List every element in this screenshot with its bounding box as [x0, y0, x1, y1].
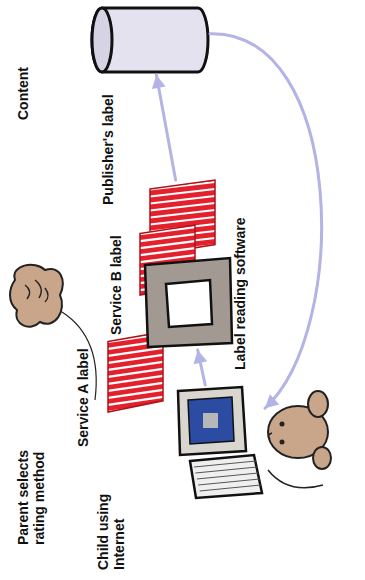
node-label: Service B label	[108, 217, 132, 335]
flow-arrow	[194, 350, 208, 385]
flow-arrow	[210, 34, 322, 409]
node-label: Label reading software	[232, 195, 256, 370]
flow-arrow	[152, 75, 176, 180]
node-label: Service A label	[75, 332, 99, 447]
node-label: Content	[15, 45, 39, 120]
parent-node: Parent selects rating method	[5, 260, 70, 335]
parent-figure	[5, 260, 70, 335]
cylinder-shape	[90, 5, 210, 75]
child-figure	[268, 391, 331, 488]
software-frame: Label reading software	[140, 255, 235, 350]
computer-shape	[170, 385, 265, 500]
node-label: Child using Internet	[95, 450, 151, 570]
node-label: Parent selects rating method	[15, 420, 71, 545]
frame-shape	[140, 255, 235, 350]
node-label: Publisher's label	[100, 80, 124, 205]
computer-node: Child using Internet	[170, 385, 265, 500]
database-cylinder: Content	[90, 5, 210, 75]
